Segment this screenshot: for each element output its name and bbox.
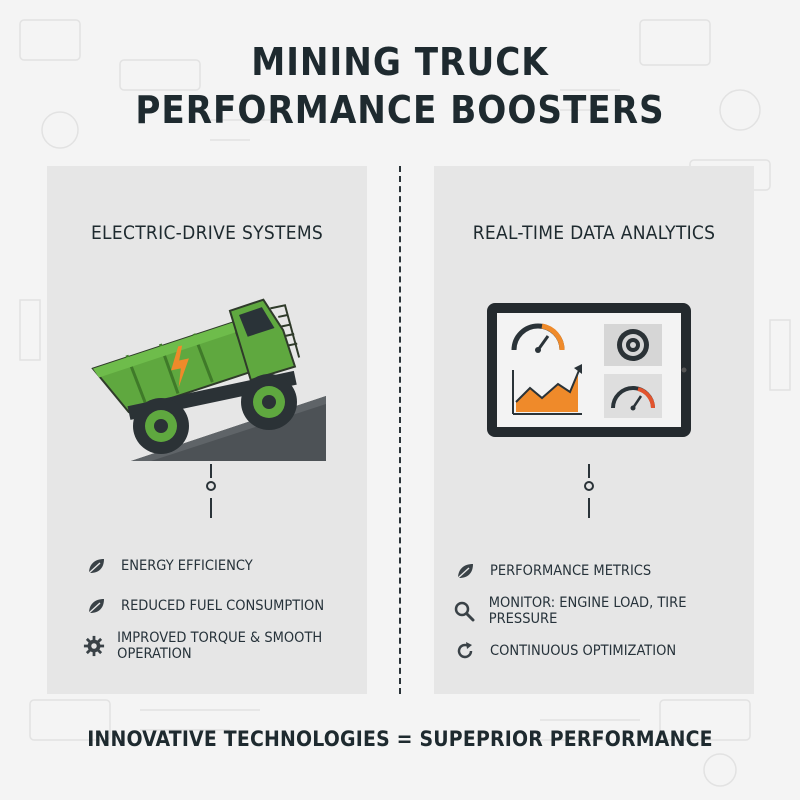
center-divider [399,166,401,694]
feature-item: ENERGY EFFICIENCY [83,546,359,586]
electric-drive-panel: ELECTRIC-DRIVE SYSTEMS [47,166,367,694]
feature-item: MONITOR: ENGINE LOAD, TIRE PRESSURE [452,591,746,631]
gear-icon [83,633,105,659]
feature-label: ENERGY EFFICIENCY [121,558,253,574]
feature-label: IMPROVED TORQUE & SMOOTH OPERATION [117,630,323,662]
feature-item: PERFORMANCE METRICS [452,551,746,591]
mining-truck-illustration [91,298,326,461]
tire-icon [617,329,649,361]
leaf-icon [452,558,478,584]
title-line-1: MINING TRUCK [251,40,549,84]
feature-list: PERFORMANCE METRICS MONITOR: ENGINE LOAD… [452,551,746,671]
panel-heading: ELECTRIC-DRIVE SYSTEMS [90,222,324,244]
feature-label: MONITOR: ENGINE LOAD, TIRE PRESSURE [488,595,687,627]
leaf-icon [83,593,109,619]
feature-list: ENERGY EFFICIENCY REDUCED FUEL CONSUMPTI… [83,546,359,666]
connector [206,464,216,518]
feature-label: REDUCED FUEL CONSUMPTION [121,598,325,614]
front-wheel [241,374,297,430]
gauge-icon [511,323,565,353]
panel-heading: REAL-TIME DATA ANALYTICS [472,222,716,244]
gauge-icon [611,386,655,411]
rear-wheel [133,398,189,454]
tablet-illustration [487,303,691,437]
leaf-icon [83,553,109,579]
data-analytics-panel: REAL-TIME DATA ANALYTICS [434,166,754,694]
feature-item: REDUCED FUEL CONSUMPTION [83,586,359,626]
footer-tagline: INNOVATIVE TECHNOLOGIES = SUPEPRIOR PERF… [87,727,713,751]
title-line-2: PERFORMANCE BOOSTERS [135,88,665,132]
magnifier-icon [452,598,477,624]
feature-item: IMPROVED TORQUE & SMOOTH OPERATION [83,626,359,666]
connector [584,464,594,518]
trend-chart-icon [512,364,582,415]
page-title: MINING TRUCK PERFORMANCE BOOSTERS [0,38,800,134]
lightning-icon [171,345,189,388]
feature-label: PERFORMANCE METRICS [490,563,652,579]
feature-label: CONTINUOUS OPTIMIZATION [490,643,677,659]
feature-item: CONTINUOUS OPTIMIZATION [452,631,746,671]
refresh-icon [452,638,478,664]
